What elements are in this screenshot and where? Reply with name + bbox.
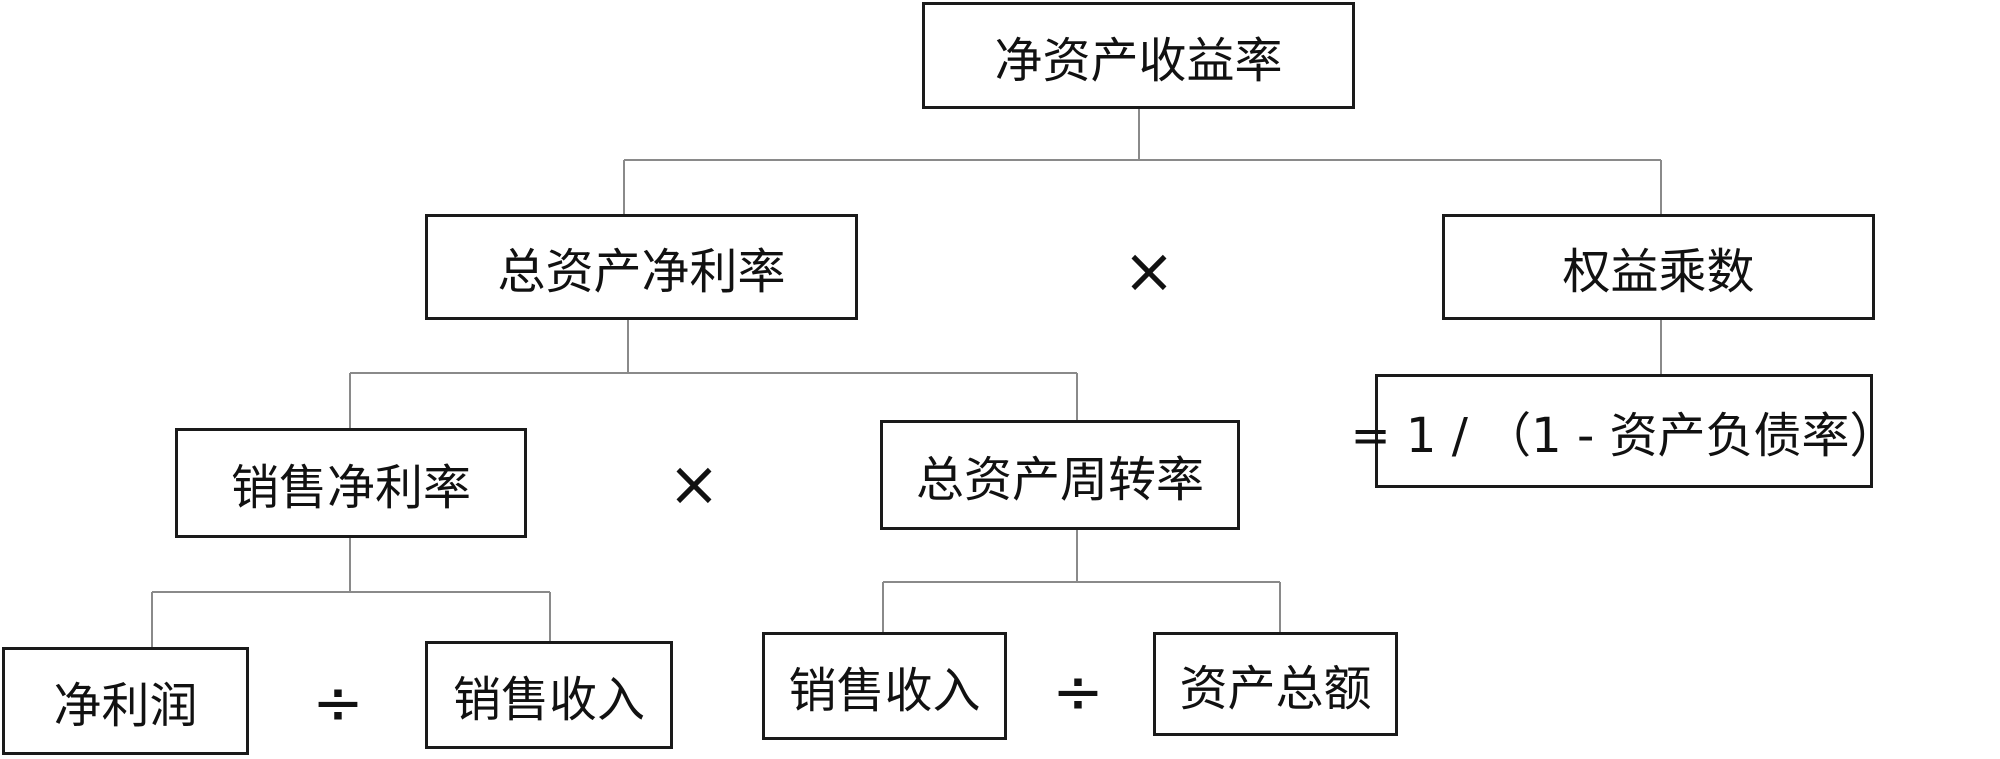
connector-roa (349, 320, 1078, 428)
roa-box: 总资产净利率 (425, 214, 858, 320)
connector-asset-turnover (882, 530, 1281, 632)
multiply-operator: × (668, 447, 720, 520)
roe-box: 净资产收益率 (922, 2, 1355, 109)
equity-multiplier-formula-box: = 1 / （1 - 资产负债率） (1350, 374, 1898, 488)
asset-turnover-box: 总资产周转率 (880, 420, 1240, 530)
connector-npm (151, 538, 551, 647)
sales-revenue-box: 销售收入 (762, 632, 1007, 740)
net-profit-margin-box: 销售净利率 (175, 428, 527, 538)
total-assets-box: 资产总额 (1153, 632, 1398, 736)
divide-operator: ÷ (312, 666, 364, 739)
multiply-operator: × (1123, 234, 1175, 307)
net-profit-box: 净利润 (2, 647, 249, 755)
connector-roe (623, 109, 1662, 214)
equity-multiplier-box: 权益乘数 (1442, 214, 1875, 320)
sales-revenue-box: 销售收入 (425, 641, 673, 749)
divide-operator: ÷ (1052, 655, 1104, 728)
